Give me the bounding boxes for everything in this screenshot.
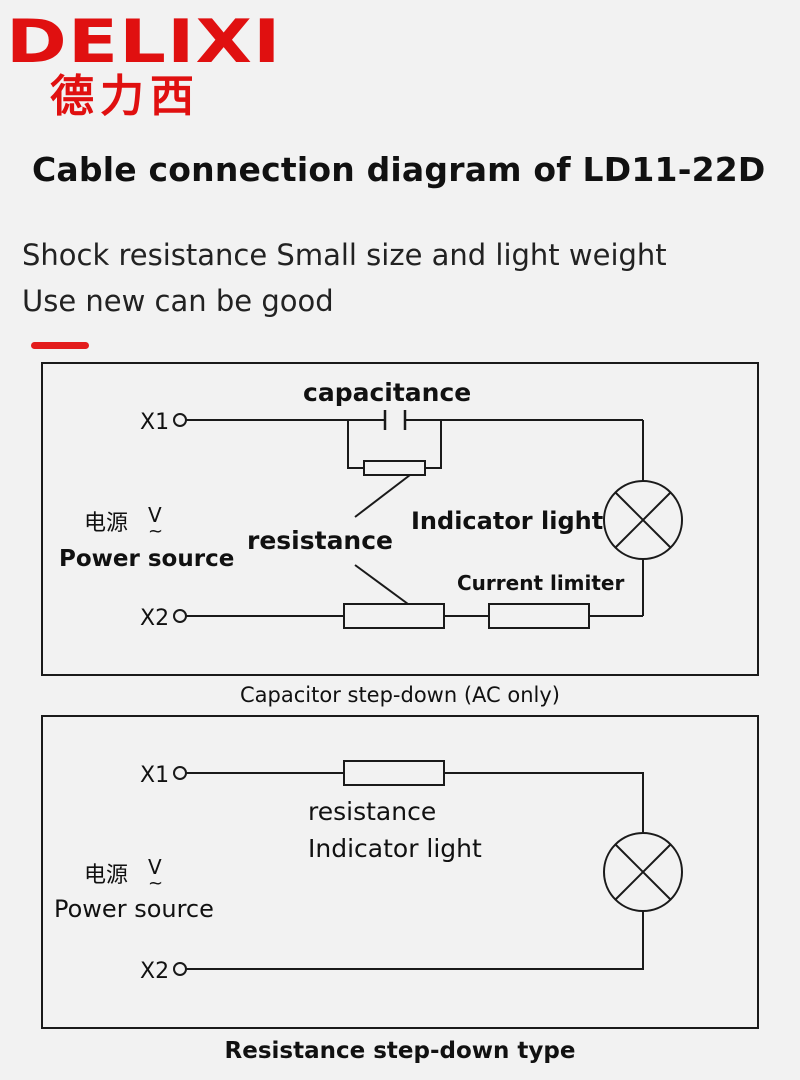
current-limiter-resistor [488,603,590,629]
terminal-x2-node [173,962,187,976]
tagline-1: Shock resistance Small size and light we… [22,238,667,272]
leader-line [354,564,409,605]
terminal-x1-node [173,766,187,780]
tagline-2: Use new can be good [22,284,334,318]
power-source-label: Power source [59,546,234,572]
terminal-x2-label: X2 [140,959,169,984]
indicator-light-label: Indicator light [308,834,482,863]
terminal-x2-node [173,609,187,623]
wire [444,772,644,832]
diagram1-caption: Capacitor step-down (AC only) [240,683,560,707]
lamp-cross [614,491,672,549]
resistance-label: resistance [247,526,393,555]
terminal-x2-label: X2 [140,606,169,631]
ac-symbol: ~ [148,873,163,894]
lamp-cross [614,843,672,901]
wire [186,911,644,970]
brand-logo-chinese: 德力西 [50,71,200,122]
current-limiter-label: Current limiter [457,571,625,595]
wire [425,420,442,469]
indicator-light-label: Indicator light [411,507,603,535]
capacitance-label: capacitance [303,378,471,407]
bleeder-resistor [363,460,426,476]
terminal-x1-node [173,413,187,427]
ac-symbol: ~ [148,521,163,542]
power-source-label: Power source [54,895,214,923]
page-title: Cable connection diagram of LD11-22D [32,150,766,189]
leader-line [354,474,411,518]
brand-logo-text: DELIXI [6,7,282,77]
terminal-x1-label: X1 [140,410,169,435]
resistance-label: resistance [308,797,436,826]
accent-bar [31,342,89,349]
series-resistor [343,760,445,786]
power-source-cn: 电源 [84,863,128,888]
diagram1-frame [41,362,759,676]
voltage-symbol: V [148,855,162,879]
diagram2-frame [41,715,759,1029]
voltage-symbol: V [148,503,162,527]
terminal-x1-label: X1 [140,763,169,788]
power-source-cn: 电源 [84,511,128,536]
series-resistor [343,603,445,629]
diagram2-caption: Resistance step-down type [224,1038,576,1064]
wire [347,420,364,469]
